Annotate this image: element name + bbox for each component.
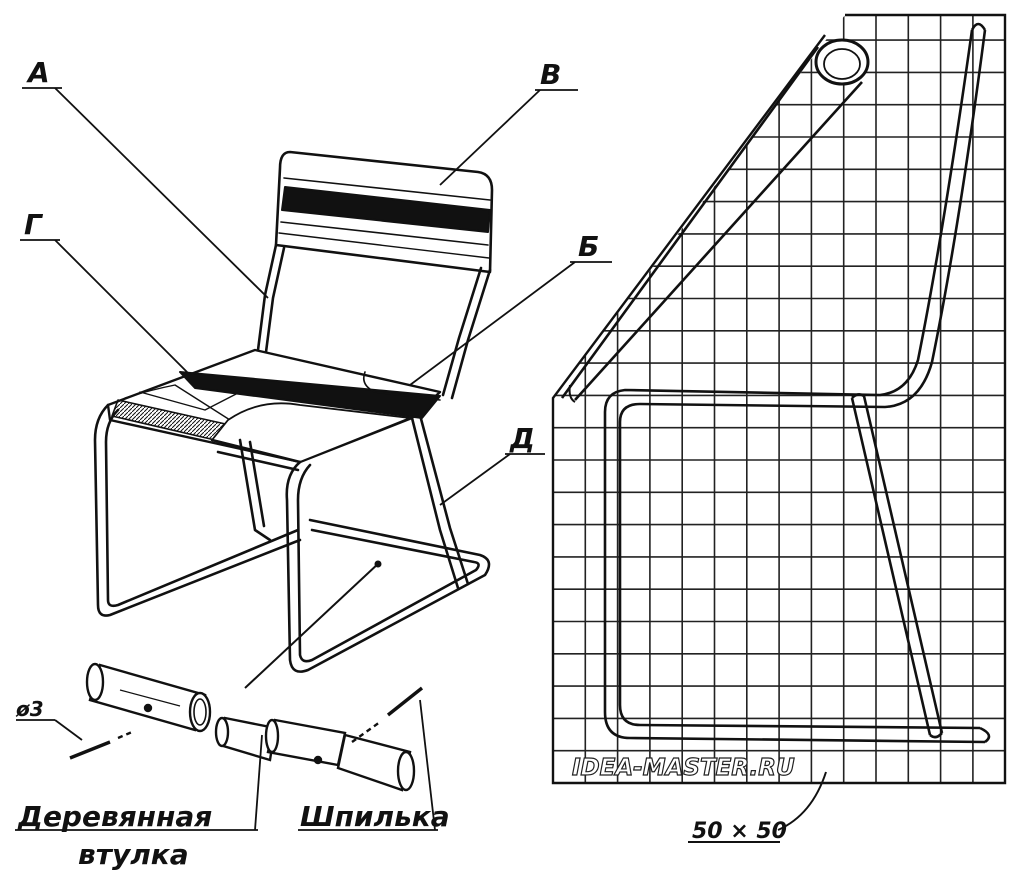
callout-labels: А В Г Б Д ø3 Деревянная втулка Шпилька bbox=[15, 56, 599, 871]
joint-exploded-view bbox=[69, 561, 424, 792]
explode-line bbox=[244, 561, 381, 689]
grid-border bbox=[551, 13, 1007, 785]
scale-leader-line bbox=[777, 771, 827, 831]
pins bbox=[69, 686, 424, 760]
grid-panel: IDEA-MASTER.RU 50 × 50 bbox=[551, 13, 1007, 844]
label-d: Д bbox=[509, 422, 535, 455]
watermark-text: IDEA-MASTER.RU bbox=[572, 755, 795, 781]
chair-backrest bbox=[274, 150, 494, 274]
label-g: Г bbox=[24, 208, 44, 241]
label-pin: Шпилька bbox=[300, 800, 450, 833]
label-v: В bbox=[540, 58, 561, 91]
chair-seat bbox=[106, 348, 442, 464]
chair-illustration bbox=[93, 150, 494, 673]
label-wooden-sleeve-1: Деревянная bbox=[17, 800, 212, 833]
chair-back-frame bbox=[256, 243, 492, 400]
tube-end-right bbox=[313, 733, 416, 792]
label-b: Б bbox=[578, 230, 599, 263]
tube-end-left bbox=[85, 662, 212, 733]
label-diameter: ø3 bbox=[15, 697, 44, 721]
tube-section-detail bbox=[560, 38, 870, 403]
chair-leg-frame bbox=[93, 403, 491, 673]
label-wooden-sleeve-2: втулка bbox=[78, 838, 189, 871]
leader-lines bbox=[15, 87, 612, 831]
wooden-sleeve bbox=[214, 716, 347, 767]
label-a: А bbox=[26, 56, 50, 89]
chair-side-profile bbox=[603, 22, 991, 744]
grid-scale-label: 50 × 50 bbox=[692, 819, 787, 844]
